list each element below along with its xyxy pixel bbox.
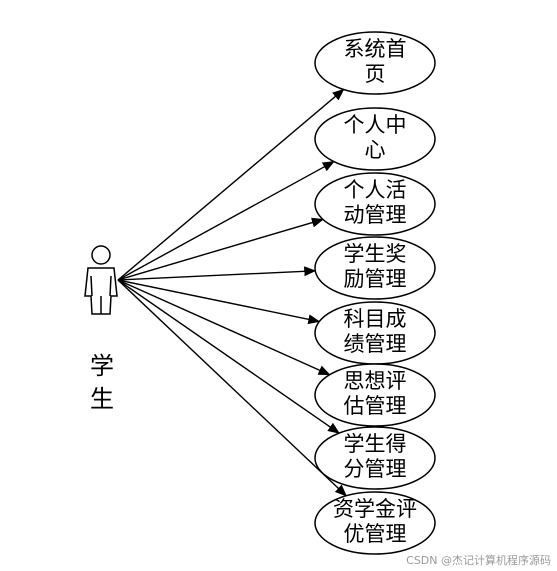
association-arrow <box>117 279 331 376</box>
use-case-ellipse <box>314 363 436 427</box>
use-case-label-line: 分管理 <box>344 457 407 481</box>
actor-label-line-1: 学 <box>90 352 114 380</box>
use-case-ellipse <box>314 172 436 236</box>
use-case-label-line: 资学金评 <box>333 497 417 521</box>
use-case-label-line: 思想评 <box>344 369 407 393</box>
use-case-label-line: 动管理 <box>344 203 407 227</box>
use-case-ellipse <box>314 107 436 171</box>
use-case-ellipse <box>314 491 436 555</box>
use-case-label-line: 科目成 <box>344 307 407 331</box>
association-arrow <box>117 160 335 281</box>
use-case-label-line: 学生得 <box>344 432 407 456</box>
use-case-label-line: 励管理 <box>344 267 407 291</box>
use-case-label-line: 绩管理 <box>344 332 407 356</box>
association-arrow <box>117 279 340 434</box>
use-case-ellipse <box>314 31 436 95</box>
use-case-label-line: 个人中 <box>344 113 407 137</box>
watermark: CSDN @杰记计算机程序源码 <box>406 554 551 567</box>
association-arrow <box>117 279 321 325</box>
association-arrow <box>117 88 345 281</box>
association-arrow <box>117 217 324 281</box>
association-arrow <box>117 266 317 281</box>
use-case-ellipse <box>314 236 436 300</box>
use-case-label-line: 心 <box>365 138 386 162</box>
use-case-label-line: 学生奖 <box>344 242 407 266</box>
use-case-label-line: 系统首 <box>344 37 407 61</box>
association-arrow <box>117 279 347 497</box>
use-case-label-line: 估管理 <box>344 394 407 418</box>
use-case-label-line: 优管理 <box>344 522 407 546</box>
use-case-ellipse <box>314 426 436 490</box>
actor-label-line-2: 生 <box>90 385 114 413</box>
use-case-label-line: 页 <box>365 62 386 86</box>
use-case-label-line: 个人活 <box>344 178 407 202</box>
student-actor-icon <box>84 245 118 315</box>
